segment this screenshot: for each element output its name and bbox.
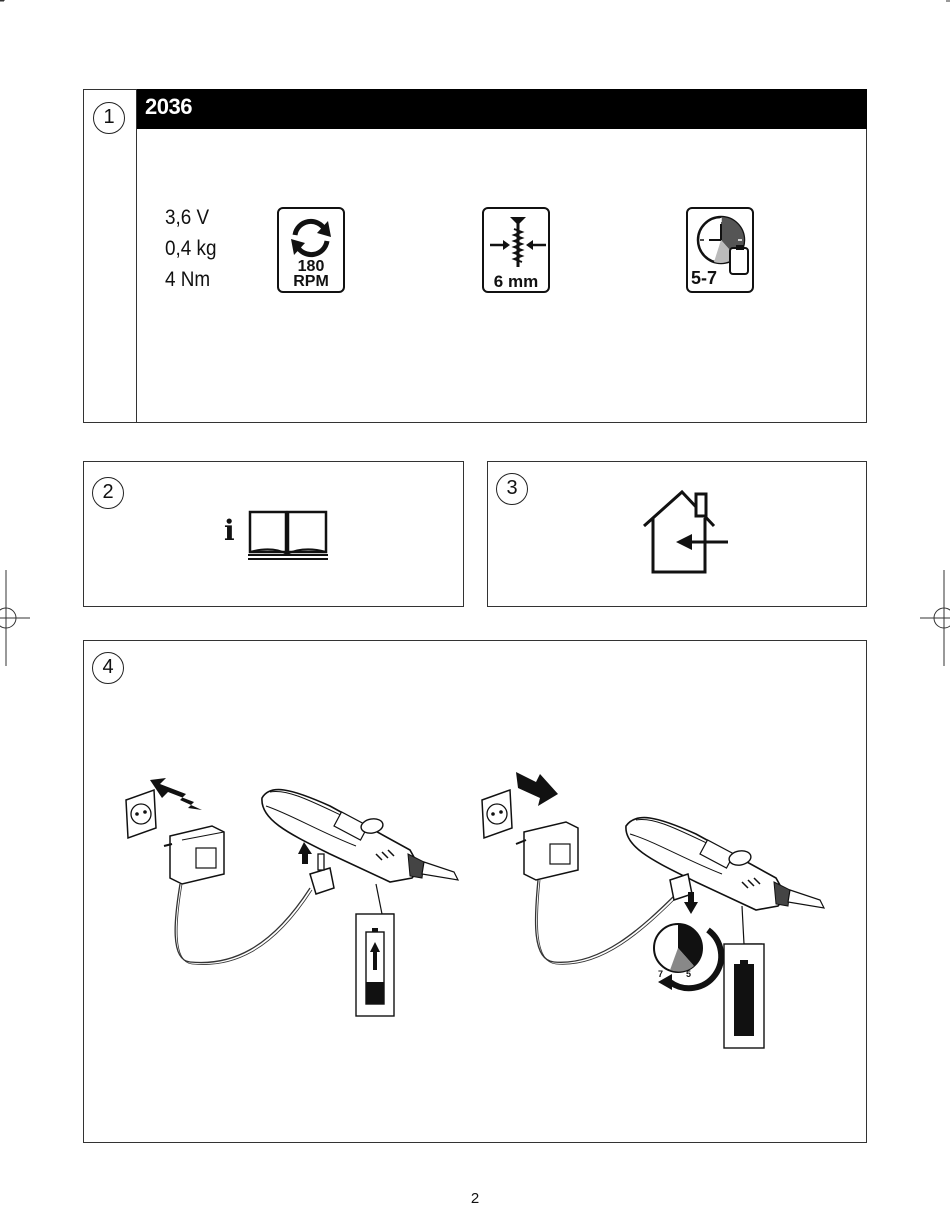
clock-icon: [692, 212, 752, 272]
model-title: 2036: [137, 89, 867, 129]
panel-number-3: 3: [496, 473, 528, 505]
rpm-unit: RPM: [279, 274, 343, 289]
panel-number-2: 2: [92, 477, 124, 509]
screw-icon: [488, 215, 544, 271]
clock-label-7: 7: [658, 969, 663, 979]
panel-divider: [136, 89, 137, 423]
panel-number-4: 4: [92, 652, 124, 684]
rpm-icon: 180 RPM: [277, 207, 345, 293]
spec-voltage: 3,6 V: [165, 206, 209, 230]
rotation-arrows-icon: [283, 213, 339, 263]
indoor-use-house-icon: [640, 490, 732, 576]
spec-torque: 4 Nm: [165, 268, 210, 292]
screw-size-icon: 6 mm: [482, 207, 550, 293]
registration-mark-right: [910, 570, 950, 670]
registration-mark-left: [0, 570, 40, 670]
page-number: 2: [466, 1190, 484, 1207]
clock-label-5: 5: [686, 969, 691, 979]
charge-time-icon: 5-7: [686, 207, 754, 293]
charge-time-value: 5-7: [688, 269, 755, 287]
svg-text:i: i: [224, 514, 235, 547]
charging-disconnect-illustration: [480, 770, 850, 1060]
rpm-value: 180: [279, 259, 343, 274]
spec-weight: 0,4 kg: [165, 237, 216, 261]
read-manual-icon: i: [222, 508, 332, 562]
corner-mark: [0, 0, 950, 10]
panel-number-1: 1: [93, 102, 125, 134]
screw-size-value: 6 mm: [484, 273, 548, 290]
charging-connect-illustration: [120, 770, 480, 1030]
